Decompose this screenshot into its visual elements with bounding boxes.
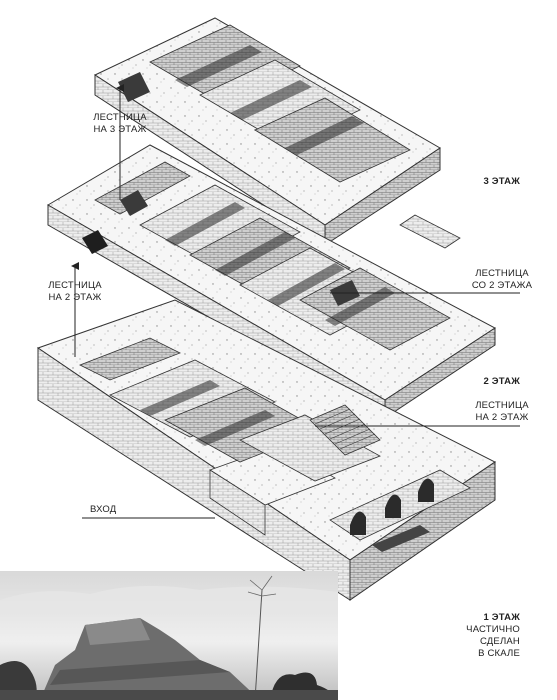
annotation-lines [71, 84, 520, 519]
label-floor-2: 2 ЭТАЖ [483, 376, 520, 387]
label-stair-to-2-right: ЛЕСТНИЦА НА 2 ЭТАЖ [475, 400, 529, 423]
label-floor-1: 1 ЭТАЖ [483, 612, 520, 623]
site-photo [0, 571, 338, 700]
label-stair-from-2: ЛЕСТНИЦА СО 2 ЭТАЖА [471, 268, 533, 291]
floor-3-model [93, 17, 461, 249]
label-entrance: ВХОД [90, 504, 117, 515]
floor-1-model [36, 299, 496, 601]
label-stair-to-3: ЛЕСТНИЦА НА 3 ЭТАЖ [93, 112, 147, 135]
label-floor-1-note: ЧАСТИЧНО СДЕЛАН В СКАЛЕ [466, 624, 520, 659]
label-stair-to-2-left: ЛЕСТНИЦА НА 2 ЭТАЖ [48, 280, 102, 303]
label-floor-3: 3 ЭТАЖ [483, 176, 520, 187]
